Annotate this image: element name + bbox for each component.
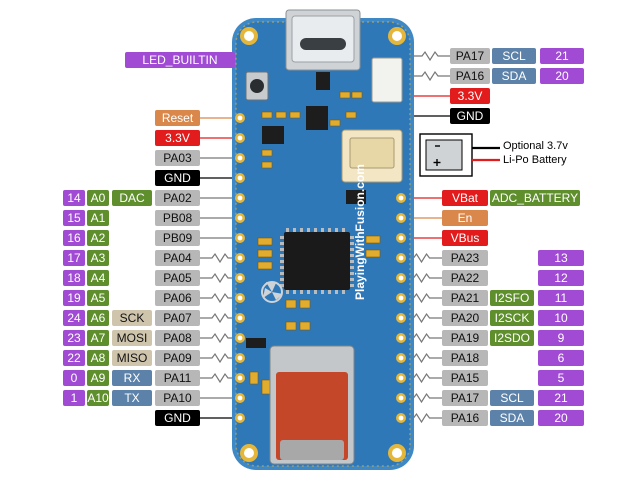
- function-label-mosi: MOSI: [112, 330, 152, 346]
- analog-pin-A10: A10: [87, 390, 109, 406]
- right-pin-label-pa16: PA16: [442, 410, 488, 426]
- header-pads: [235, 113, 406, 423]
- analog-pin-A3: A3: [87, 250, 109, 266]
- arduino-pin-19: 19: [63, 290, 85, 306]
- reset-label: Reset: [155, 110, 200, 126]
- pin-label-pa07: PA07: [155, 310, 200, 326]
- right-pin-label-pa23: PA23: [442, 250, 488, 266]
- arduino-pin-23: 23: [63, 330, 85, 346]
- pin-label-pa11: PA11: [155, 370, 200, 386]
- right-arduino-pin-20: 20: [538, 410, 584, 426]
- mounting-holes: [240, 27, 406, 462]
- right-pin-label-pa15: PA15: [442, 370, 488, 386]
- right-arduino-pin-21: 21: [538, 390, 584, 406]
- pin-label-pa05: PA05: [155, 270, 200, 286]
- usb-c-connector-icon: [285, 9, 361, 71]
- analog-pin-A1: A1: [87, 210, 109, 226]
- top-arduino-pin-21: 21: [540, 48, 584, 64]
- pin-label-pa04: PA04: [155, 250, 200, 266]
- right-arduino-pin-11: 11: [538, 290, 584, 306]
- arduino-pin-15: 15: [63, 210, 85, 226]
- stemma-connector-icon: [371, 57, 403, 103]
- right-pin-label-pa20: PA20: [442, 310, 488, 326]
- arduino-pin-17: 17: [63, 250, 85, 266]
- reset-button-icon: [245, 71, 269, 101]
- left-gnd-top-label: GND: [155, 170, 200, 186]
- analog-pin-A9: A9: [87, 370, 109, 386]
- left-3v3-label: 3.3V: [155, 130, 200, 146]
- right-pin-label-pa17: PA17: [442, 390, 488, 406]
- right-arduino-pin-5: 5: [538, 370, 584, 386]
- pin-label-pa10: PA10: [155, 390, 200, 406]
- top-pin-label-pa17: PA17: [450, 48, 490, 64]
- right-arduino-pin-9: 9: [538, 330, 584, 346]
- right-pin-label-pa22: PA22: [442, 270, 488, 286]
- led-builtin-label: LED_BUILTIN: [125, 52, 235, 68]
- microsd-card-slot-icon: [269, 345, 355, 465]
- battery-note-line2: Li-Po Battery: [503, 154, 567, 166]
- analog-pin-A5: A5: [87, 290, 109, 306]
- right-function-sda: SDA: [490, 410, 534, 426]
- pin-label-pb09: PB09: [155, 230, 200, 246]
- right-function-scl: SCL: [490, 390, 534, 406]
- pin-label-pa08: PA08: [155, 330, 200, 346]
- function-label-sck: SCK: [112, 310, 152, 326]
- right-arduino-pin-13: 13: [538, 250, 584, 266]
- analog-pin-A0: A0: [87, 190, 109, 206]
- passive-components: [249, 91, 381, 395]
- arduino-pin-0: 0: [63, 370, 85, 386]
- right-arduino-pin-10: 10: [538, 310, 584, 326]
- vbus-label: VBus: [442, 230, 488, 246]
- connector-lines: [200, 50, 450, 424]
- arduino-pin-16: 16: [63, 230, 85, 246]
- pa03-label: PA03: [155, 150, 200, 166]
- top-function-scl: SCL: [492, 48, 536, 64]
- right-pin-label-pa21: PA21: [442, 290, 488, 306]
- arduino-pin-18: 18: [63, 270, 85, 286]
- arduino-pin-1: 1: [63, 390, 85, 406]
- function-label-tx: TX: [112, 390, 152, 406]
- microcontroller-chip-icon: [280, 228, 354, 294]
- left-gnd-bottom-label: GND: [155, 410, 200, 426]
- analog-pin-A6: A6: [87, 310, 109, 326]
- fan-logo-icon: [261, 281, 283, 303]
- pin-label-pb08: PB08: [155, 210, 200, 226]
- arduino-pin-22: 22: [63, 350, 85, 366]
- pin-label-pa06: PA06: [155, 290, 200, 306]
- top-arduino-pin-20: 20: [540, 68, 584, 84]
- right-function-i2sck: I2SCK: [490, 310, 534, 326]
- top-function-sda: SDA: [492, 68, 536, 84]
- right-function-i2sfo: I2SFO: [490, 290, 534, 306]
- pin-label-pa09: PA09: [155, 350, 200, 366]
- analog-pin-A4: A4: [87, 270, 109, 286]
- enable-label: En: [442, 210, 488, 226]
- pin-label-pa02: PA02: [155, 190, 200, 206]
- right-arduino-pin-12: 12: [538, 270, 584, 286]
- right-pin-label-pa19: PA19: [442, 330, 488, 346]
- function-label-rx: RX: [112, 370, 152, 386]
- adc-battery-label: ADC_BATTERY: [490, 190, 580, 206]
- arduino-pin-14: 14: [63, 190, 85, 206]
- function-label-miso: MISO: [112, 350, 152, 366]
- top-pin-label-pa16: PA16: [450, 68, 490, 84]
- small-chips: [246, 72, 366, 348]
- analog-pin-A8: A8: [87, 350, 109, 366]
- vbat-label: VBat: [442, 190, 488, 206]
- brand-silkscreen: PlayingWithFusion.com: [353, 164, 367, 300]
- battery-note-line1: Optional 3.7v: [503, 140, 568, 152]
- right-function-i2sdo: I2SDO: [490, 330, 534, 346]
- analog-pin-A2: A2: [87, 230, 109, 246]
- function-label-dac: DAC: [112, 190, 152, 206]
- right-gnd-label: GND: [450, 108, 490, 124]
- analog-pin-A7: A7: [87, 330, 109, 346]
- right-pin-label-pa18: PA18: [442, 350, 488, 366]
- right-3v3-label: 3.3V: [450, 88, 490, 104]
- jst-battery-connector-icon: [341, 129, 403, 183]
- arduino-pin-24: 24: [63, 310, 85, 326]
- right-arduino-pin-6: 6: [538, 350, 584, 366]
- battery-plug-icon: [419, 133, 500, 177]
